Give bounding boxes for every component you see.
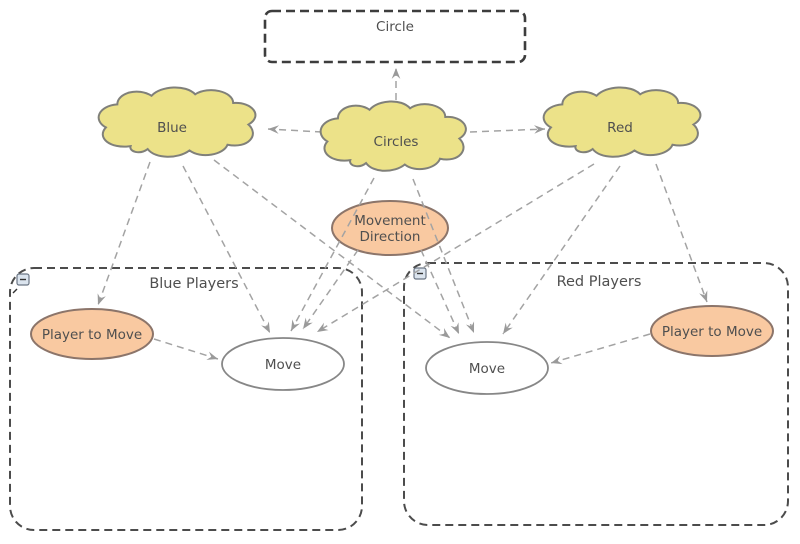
edge-red-player-to-move-to-red-move <box>550 333 651 365</box>
red-player-to-move-label: Player to Move <box>662 324 762 340</box>
red-players-collapse-icon[interactable] <box>413 267 427 280</box>
edges-layer <box>97 68 708 365</box>
node-blue-player-to-move[interactable]: Player to Move <box>30 308 154 360</box>
node-blue-cloud[interactable]: Blue <box>97 86 257 158</box>
red-move-shape <box>425 341 549 395</box>
red-cloud-label: Red <box>607 120 633 136</box>
blue-move-label: Move <box>265 357 301 373</box>
edge-red-cloud-to-red-move <box>502 165 621 335</box>
red-player-to-move-shape <box>650 305 774 357</box>
edge-red-cloud-to-red-player-to-move <box>655 163 708 303</box>
edge-movement-direction-to-red-move <box>420 249 460 335</box>
red-move-label: Move <box>469 361 505 377</box>
blue-players-label: Blue Players <box>149 276 238 292</box>
blue-player-to-move-label: Player to Move <box>42 327 142 343</box>
edge-circles-cloud-to-blue-cloud <box>267 125 323 134</box>
edge-blue-player-to-move-to-blue-move <box>153 338 219 360</box>
blue-players-border <box>9 267 363 531</box>
container-blue-players[interactable]: Blue Players <box>9 267 363 531</box>
edge-circles-cloud-to-red-cloud <box>469 125 546 134</box>
edge-movement-direction-to-blue-move <box>302 249 359 330</box>
red-players-border <box>403 262 789 526</box>
circle-box-shape <box>263 9 527 64</box>
movement-direction-label-line2: Direction <box>360 229 421 245</box>
edge-circles-cloud-to-blue-move <box>290 177 375 332</box>
circle-box-label: Circle <box>376 19 414 35</box>
edge-red-cloud-to-blue-move <box>316 163 595 333</box>
movement-direction-shape <box>331 200 449 256</box>
edge-blue-cloud-to-blue-player-to-move <box>97 161 151 306</box>
node-red-cloud[interactable]: Red <box>542 86 702 158</box>
movement-direction-label-line1: Movement <box>354 213 426 229</box>
blue-move-shape <box>221 337 345 391</box>
red-players-label: Red Players <box>557 274 642 290</box>
edge-blue-cloud-to-blue-move <box>182 165 271 334</box>
node-blue-move[interactable]: Move <box>221 337 345 391</box>
node-movement-direction[interactable]: Movement Direction <box>331 200 449 256</box>
blue-player-to-move-shape <box>30 308 154 360</box>
edge-blue-cloud-to-red-move <box>213 159 451 339</box>
node-red-move[interactable]: Move <box>425 341 549 395</box>
node-circle-box[interactable]: Circle <box>263 9 527 64</box>
blue-cloud-label: Blue <box>157 120 187 136</box>
container-red-players[interactable]: Red Players <box>403 262 789 526</box>
edge-circles-cloud-to-red-move <box>412 178 475 334</box>
circles-cloud-label: Circles <box>374 134 419 150</box>
node-red-player-to-move[interactable]: Player to Move <box>650 305 774 357</box>
blue-players-collapse-icon[interactable] <box>12 273 30 294</box>
node-circles-cloud[interactable]: Circles <box>319 100 467 172</box>
